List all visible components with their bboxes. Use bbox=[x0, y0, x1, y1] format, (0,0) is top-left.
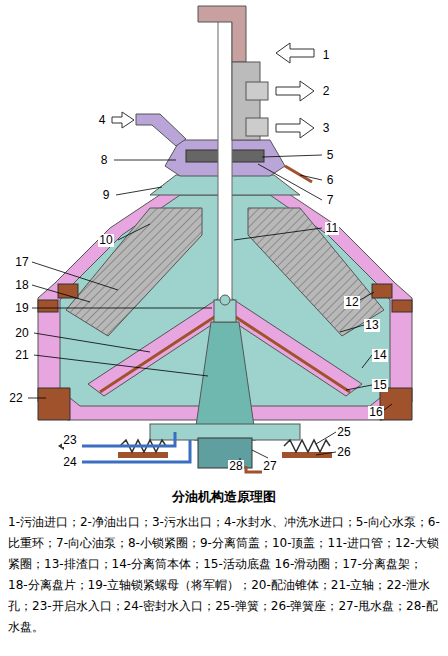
callout-number: 5 bbox=[326, 149, 335, 162]
water-pipe bbox=[82, 440, 190, 462]
callout-number: 19 bbox=[14, 302, 29, 315]
flow-arrow bbox=[276, 118, 314, 138]
callout-number: 1 bbox=[322, 49, 331, 62]
callout-number: 14 bbox=[372, 349, 387, 362]
spring bbox=[284, 440, 330, 452]
callout-number: 6 bbox=[326, 174, 335, 187]
bowl-bolt bbox=[392, 300, 412, 312]
callout-number: 26 bbox=[336, 446, 351, 459]
drain-corner bbox=[38, 388, 70, 420]
callout-number: 2 bbox=[322, 85, 331, 98]
callout-number: 13 bbox=[364, 319, 379, 332]
callout-number: 16 bbox=[368, 406, 383, 419]
flow-arrow bbox=[276, 81, 314, 101]
callout-number: 24 bbox=[62, 456, 77, 469]
callout-number: 3 bbox=[322, 122, 331, 135]
oil-inlet-elbow bbox=[198, 6, 246, 62]
callout-number: 4 bbox=[98, 114, 107, 127]
callout-number: 8 bbox=[100, 154, 109, 167]
vertical-shaft bbox=[194, 322, 256, 440]
flow-arrow bbox=[276, 43, 314, 63]
callout-number: 12 bbox=[344, 296, 359, 309]
flow-arrow bbox=[112, 112, 134, 128]
water-pipe bbox=[82, 432, 175, 446]
bowl-bolt bbox=[38, 300, 58, 312]
callout-number: 25 bbox=[336, 426, 351, 439]
spring-seat bbox=[118, 452, 168, 458]
gravity-ring bbox=[285, 166, 312, 182]
callout-number: 22 bbox=[8, 392, 23, 405]
parts-list: 1-污油进口；2-净油出口；3-污水出口；4-水封水、冲洗水进口；5-向心水泵；… bbox=[8, 512, 440, 638]
callout-number: 27 bbox=[262, 460, 277, 473]
water-outlet-pipe bbox=[246, 118, 268, 136]
callout-number: 7 bbox=[326, 194, 335, 207]
callout-number: 15 bbox=[372, 379, 387, 392]
disc-stack bbox=[66, 208, 202, 336]
callout-number: 17 bbox=[14, 256, 29, 269]
sliding-ring bbox=[380, 388, 412, 420]
leader-lines bbox=[28, 155, 392, 470]
callout-number: 11 bbox=[325, 222, 339, 235]
shaft-base bbox=[198, 438, 252, 468]
callout-number: 20 bbox=[14, 327, 29, 340]
disc-stack bbox=[248, 208, 384, 336]
callout-number: 28 bbox=[228, 460, 243, 473]
oil-outlet-pipe bbox=[246, 82, 268, 100]
water-pipe bbox=[246, 466, 262, 472]
callout-number: 21 bbox=[14, 349, 29, 362]
diagram-title: 分油机构造原理图 bbox=[0, 488, 448, 506]
inlet-pipe bbox=[218, 20, 232, 310]
spring-seat bbox=[282, 452, 332, 458]
callout-number: 10 bbox=[98, 234, 113, 247]
seal-water-pipe bbox=[136, 114, 186, 146]
callout-number: 9 bbox=[102, 189, 111, 202]
callout-number: 18 bbox=[14, 279, 29, 292]
nut-cap bbox=[220, 295, 230, 305]
lock-ring bbox=[372, 284, 392, 298]
callout-number: 23 bbox=[62, 434, 77, 447]
